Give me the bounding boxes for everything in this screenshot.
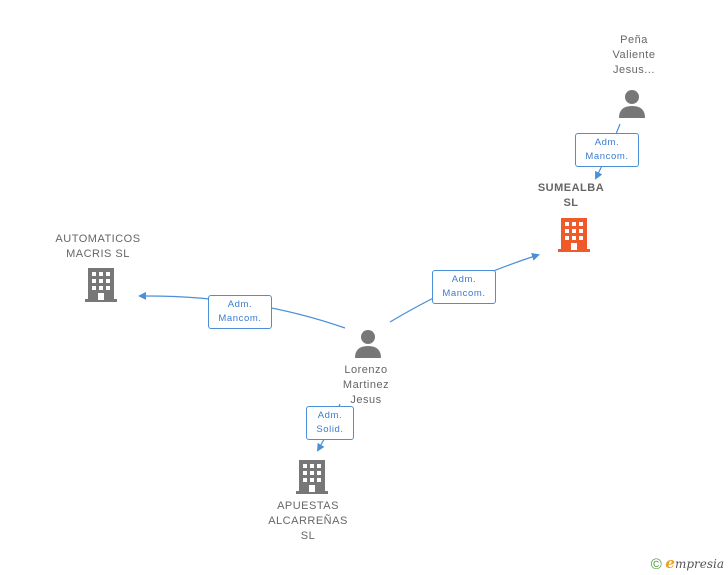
node-label-pena[interactable]: Peña Valiente Jesus... bbox=[612, 34, 656, 76]
node-label-lorenzo[interactable]: Lorenzo Martinez Jesus bbox=[342, 364, 390, 406]
edge-tag-lorenzo-sumealba: Adm. Mancom. bbox=[432, 270, 496, 304]
copyright-icon: © bbox=[650, 556, 662, 573]
edge-tag-lorenzo-apuestas: Adm. Solid. bbox=[306, 406, 354, 440]
footer-brand: © empresia bbox=[651, 554, 724, 573]
node-label-apuestas[interactable]: APUESTAS ALCARREÑAS SL bbox=[268, 500, 348, 542]
empresia-logo: empresia bbox=[665, 553, 724, 572]
node-label-automaticos[interactable]: AUTOMATICOS MACRIS SL bbox=[55, 233, 141, 260]
edge-tag-lorenzo-automaticos: Adm. Mancom. bbox=[208, 295, 272, 329]
person-icon[interactable] bbox=[355, 330, 381, 358]
edge-tag-pena-sumealba: Adm. Mancom. bbox=[575, 133, 639, 167]
building-icon[interactable] bbox=[558, 218, 590, 252]
building-icon[interactable] bbox=[85, 268, 117, 302]
person-icon[interactable] bbox=[619, 90, 645, 118]
node-label-sumealba[interactable]: SUMEALBA SL bbox=[537, 182, 605, 209]
building-icon[interactable] bbox=[296, 460, 328, 494]
